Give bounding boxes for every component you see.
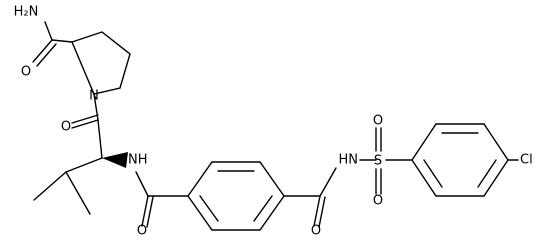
bond-co-o-2 (71, 114, 99, 124)
bond-nh-co (135, 171, 149, 197)
label-valine-nh: NH (128, 153, 148, 168)
bond-co-o-1 (71, 119, 99, 129)
bond-co-nh (319, 167, 337, 197)
benzene-ring-2 (411, 123, 509, 197)
bond-calpha-cbeta (65, 157, 103, 173)
ring-1-double-b (253, 195, 273, 222)
bond-cbeta-me1 (33, 171, 67, 201)
bond-n-c (44, 21, 53, 41)
bond-co-o-r2 (318, 196, 326, 228)
ring-2-double-c (423, 159, 443, 188)
bond-co-o-l2 (146, 196, 154, 228)
label-prolyl-o: O (61, 120, 71, 135)
ring-1-double-c (199, 195, 219, 222)
bond-cbeta-me2 (65, 171, 91, 215)
sulfonamide (359, 127, 413, 195)
bond-c-o-2 (36, 43, 57, 67)
label-pyrrolidine-n: N (89, 89, 99, 104)
chlorophenyl-ring (411, 123, 519, 197)
label-terephthal-o-right: O (311, 224, 321, 239)
label-sulfonyl-o-top: O (373, 114, 383, 129)
bond-c-calpha (51, 39, 73, 43)
bond-co-o-l1 (141, 195, 149, 227)
pyrrolidine-ring (71, 31, 131, 95)
label-amide-o: O (21, 65, 31, 80)
label-amide-nh2: H₂N (14, 5, 39, 20)
label-chlorine: Cl (520, 153, 533, 168)
primary-amide (32, 21, 73, 67)
wedge-bond (102, 152, 128, 168)
terephthal-linker (135, 161, 337, 231)
label-terephthal-o-left: O (137, 224, 147, 239)
label-sulfur: S (374, 154, 382, 169)
bond-co-o-r1 (313, 195, 321, 227)
benzene-ring-1 (187, 161, 285, 231)
atom-labels: H₂N O N O NH O O HN S O O Cl (14, 5, 533, 239)
bond-c-o-1 (32, 39, 53, 63)
label-sulfonyl-o-bottom: O (373, 194, 383, 209)
valine-residue (33, 152, 128, 215)
bond-co-calpha (97, 119, 103, 159)
label-sulfonamide-nh: HN (339, 153, 359, 168)
ring-2-double-b (477, 159, 497, 188)
ring-outline (71, 31, 131, 95)
prolyl-carbonyl (71, 93, 103, 159)
